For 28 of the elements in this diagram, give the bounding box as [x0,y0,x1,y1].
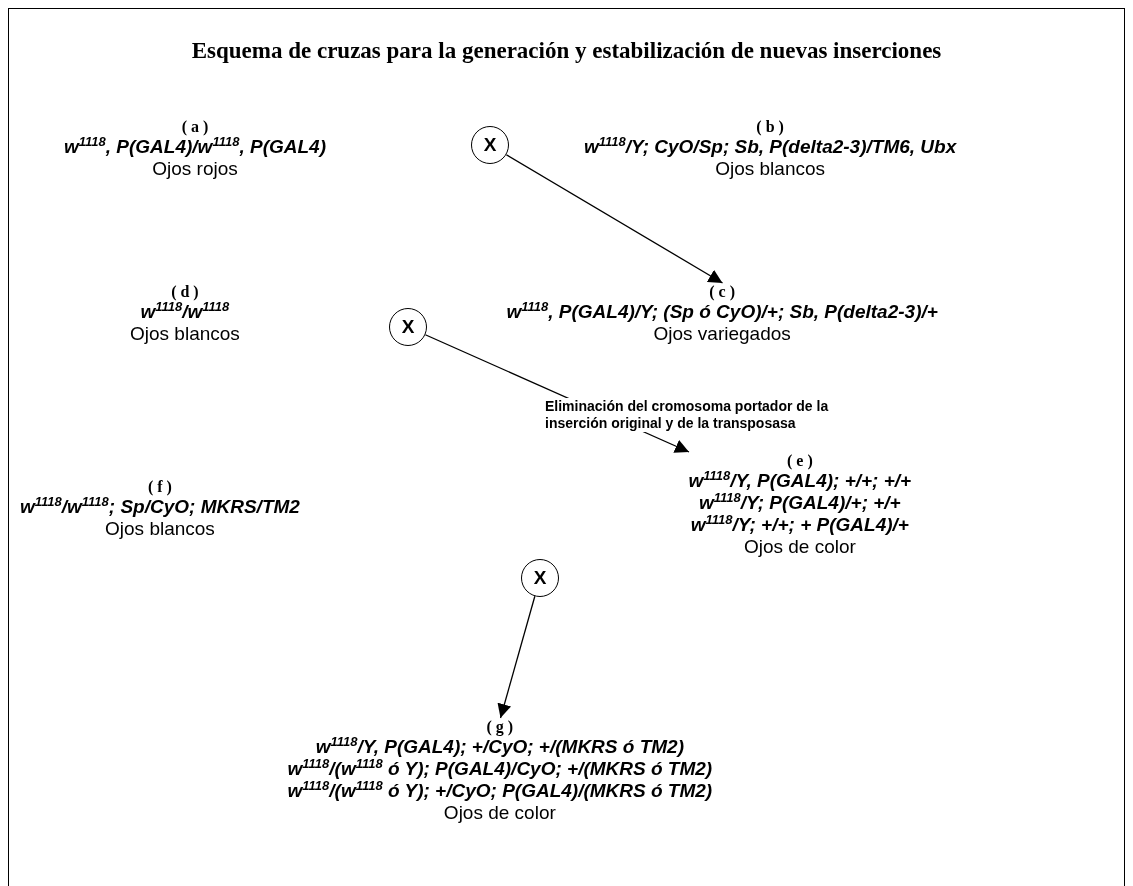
genotype-text: w$^{1118}$/Y; CyO/Sp; Sb, P(delta2-3)/TM6, Ubx [584,136,957,158]
genotype-text: w$^{1118}$/w$^{1118}$; Sp/CyO; MKRS/TM2 [20,496,300,518]
phenotype-text: Ojos de color [442,802,557,824]
genotype-text: w$^{1118}$/Y, P(GAL4); +/+; +/+ [688,470,912,492]
phenotype-text: Ojos blancos [104,518,216,540]
arrow [497,595,536,719]
panel-letter: ( d ) [170,283,200,301]
genotype-text: w$^{1118}$/Y; +/+; + P(GAL4)/+ [689,514,910,536]
arrow [505,154,724,284]
genotype-text: w$^{1118}$/w$^{1118}$ [139,301,231,323]
phenotype-text: Ojos blancos [714,158,827,180]
phenotype-text: Ojos de color [742,536,857,558]
genotype-text: w$^{1118}$/Y, P(GAL4); +/CyO; +/(MKRS ó TM2) [314,736,685,758]
panel-letter: ( b ) [755,118,785,136]
panel-letter: ( a ) [180,118,210,136]
genotype-text: w$^{1118}$/(w$^{1118}$ ó Y); P(GAL4)/CyO; +/(MKRS ó TM2) [287,758,713,780]
genotype-text: w$^{1118}$, P(GAL4)/Y; (Sp ó CyO)/+; Sb, P(delta2-3)/+ [506,301,938,323]
panel-letter: ( f ) [146,478,173,496]
genotype-text: w$^{1118}$/Y; P(GAL4)/+; +/+ [697,492,902,514]
panel-letter: ( c ) [708,283,737,301]
diagram-title: Esquema de cruzas para la generación y estabilización de nuevas inserciones [190,38,943,64]
phenotype-text: Ojos blancos [130,323,240,345]
phenotype-text: Ojos rojos [151,158,239,180]
phenotype-text: Ojos variegados [652,323,792,345]
panel-letter: ( g ) [485,718,515,736]
panel-letter: ( e ) [785,452,814,470]
genotype-text: w$^{1118}$/(w$^{1118}$ ó Y); +/CyO; P(GAL4)/(MKRS ó TM2) [287,780,713,802]
genotype-text: w$^{1118}$, P(GAL4)/w$^{1118}$, P(GAL4) [64,136,326,158]
